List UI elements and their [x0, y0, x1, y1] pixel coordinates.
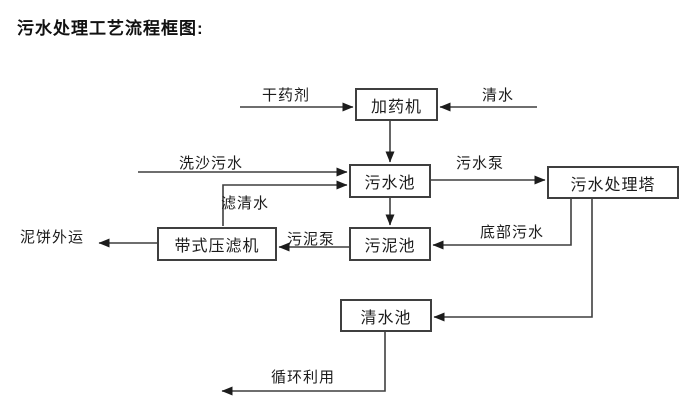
label-dry-chemical: 干药剂: [262, 87, 311, 104]
node-belt-filter-press: 带式压滤机: [157, 227, 277, 261]
label-clean-water: 清水: [482, 87, 515, 104]
node-sewage-pool: 污水池: [349, 164, 431, 198]
label-sand-washing-sewage: 洗沙污水: [179, 155, 244, 172]
label-bottom-sewage: 底部污水: [480, 224, 545, 241]
label-sewage-pump: 污水泵: [456, 155, 505, 172]
node-clean-water-pool: 清水池: [340, 299, 432, 332]
label-filtered-water: 滤清水: [221, 195, 270, 212]
tower-to-clean-arrow: [433, 199, 593, 322]
recycling-use-arrow: [221, 332, 386, 396]
filtered-water-arrow: [222, 180, 348, 226]
node-dosing-machine: 加药机: [355, 88, 438, 121]
diagram-title: 污水处理工艺流程框图:: [17, 19, 204, 38]
label-recycling-use: 循环利用: [271, 369, 336, 386]
node-sludge-pool: 污泥池: [349, 227, 431, 261]
node-treatment-tower: 污水处理塔: [547, 166, 679, 199]
bottom-sewage-arrow: [432, 199, 572, 250]
label-sludge-pump: 污泥泵: [287, 231, 336, 248]
label-mud-cake-outbound: 泥饼外运: [20, 229, 85, 246]
